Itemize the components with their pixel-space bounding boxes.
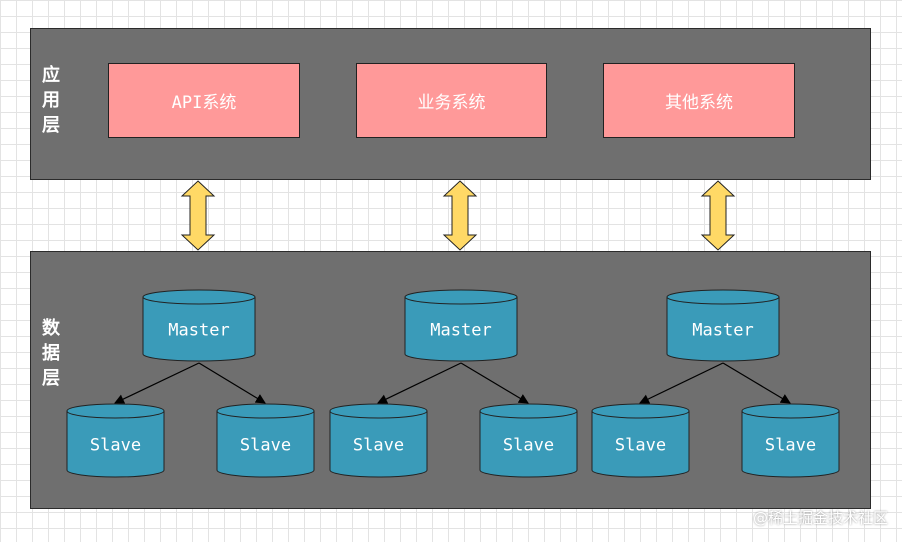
slave-db-1-1-label: Slave [90, 436, 141, 456]
connector-3-1 [639, 362, 724, 404]
slave-db-2-1-label: Slave [353, 436, 404, 456]
slave-db-3-1: Slave [591, 403, 690, 478]
application-layer-label: 应用层 [42, 65, 60, 136]
master-db-2-label: Master [430, 321, 491, 341]
slave-db-2-1: Slave [329, 403, 428, 478]
connector-2-2 [460, 362, 529, 404]
slave-db-3-1-label: Slave [615, 436, 666, 456]
connector-1-1 [114, 362, 200, 404]
slave-db-3-2-label: Slave [765, 436, 816, 456]
bidirectional-arrow-2 [442, 180, 478, 251]
master-db-1-label: Master [168, 321, 229, 341]
connector-2-1 [377, 362, 462, 404]
master-db-3-label: Master [692, 321, 753, 341]
connector-1-2 [198, 362, 266, 404]
system-box-other: 其他系统 [603, 63, 795, 138]
system-box-api: API系统 [108, 63, 300, 138]
watermark: @稀土掘金技术社区 [752, 509, 888, 527]
master-db-1: Master [142, 289, 256, 362]
slave-db-2-2-label: Slave [503, 436, 554, 456]
system-box-business: 业务系统 [356, 63, 547, 138]
connector-3-2 [722, 362, 791, 404]
slave-db-1-2: Slave [216, 403, 315, 478]
bidirectional-arrow-1 [180, 180, 216, 251]
master-db-3: Master [666, 289, 780, 362]
master-db-2: Master [404, 289, 518, 362]
slave-db-1-2-label: Slave [240, 436, 291, 456]
bidirectional-arrow-3 [700, 180, 736, 251]
data-layer-label: 数据层 [42, 318, 60, 389]
slave-db-3-2: Slave [741, 403, 840, 478]
slave-db-1-1: Slave [66, 403, 165, 478]
slave-db-2-2: Slave [479, 403, 578, 478]
